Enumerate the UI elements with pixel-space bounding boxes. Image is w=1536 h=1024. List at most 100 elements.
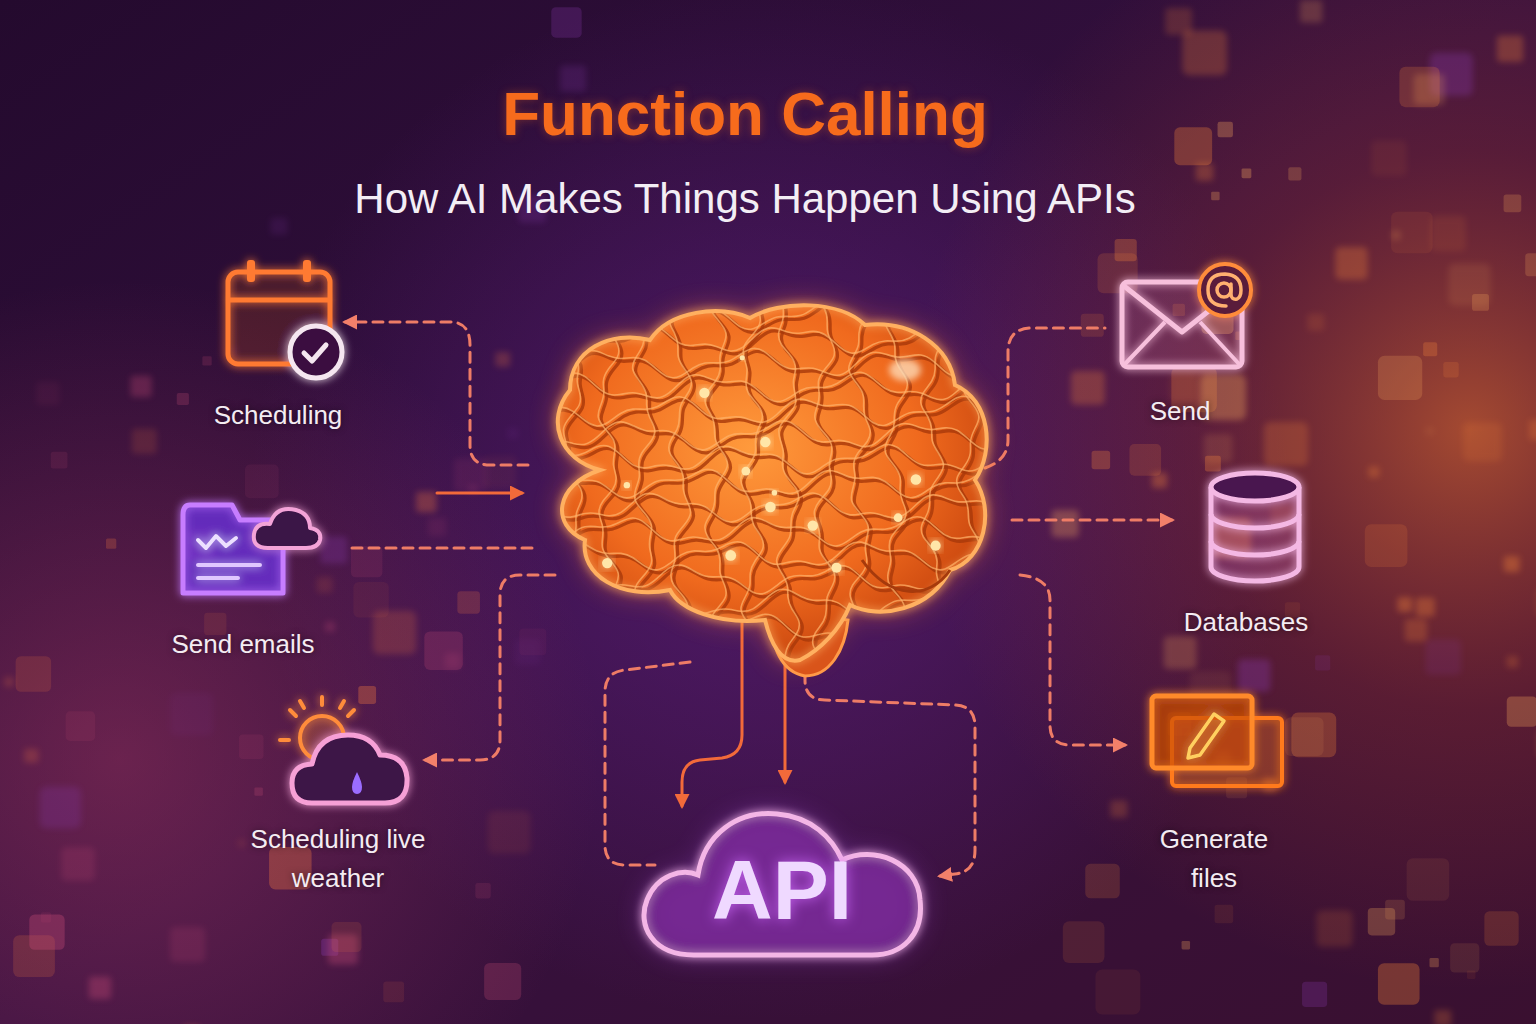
bokeh-square: [40, 787, 81, 828]
bokeh-square: [16, 656, 51, 691]
bokeh-square: [41, 912, 51, 922]
bokeh-square: [1399, 67, 1439, 107]
brain-ridge: [561, 297, 584, 657]
brain-groove: [744, 300, 767, 660]
bokeh-square: [1110, 800, 1127, 817]
brain-groove: [540, 544, 996, 573]
at-badge: [1199, 264, 1251, 316]
brain-groove: [540, 639, 996, 669]
bokeh-square: [1398, 597, 1413, 612]
brain-spark: [808, 520, 818, 530]
brain-sparks: [602, 355, 941, 573]
brain-spark: [699, 388, 709, 398]
bokeh-square: [1335, 247, 1367, 279]
bokeh-square: [1164, 636, 1197, 669]
bokeh-square: [1448, 263, 1490, 305]
bokeh-square: [1300, 0, 1322, 22]
bokeh-square: [1378, 963, 1420, 1005]
bokeh-square: [1218, 122, 1233, 137]
bokeh-square: [4, 677, 14, 687]
icon-node: Send emails: [162, 495, 324, 664]
weather-icon: [280, 697, 407, 803]
bokeh-square: [325, 622, 335, 632]
bokeh-square: [239, 735, 263, 759]
wire-databases: [1012, 519, 1172, 522]
bokeh-square: [320, 536, 347, 563]
bokeh-square: [1368, 466, 1379, 477]
bokeh-square: [1242, 168, 1252, 178]
bokeh-square: [519, 628, 546, 655]
bokeh-square: [132, 429, 157, 454]
bokeh-square: [1416, 598, 1435, 617]
bokeh-square: [488, 811, 531, 854]
calendar-ring: [247, 260, 255, 282]
bokeh-square: [1182, 941, 1190, 949]
bokeh-square: [1196, 163, 1213, 180]
wire-scheduling: [345, 322, 528, 465]
calendar-ring: [303, 260, 311, 282]
db-top: [1211, 473, 1299, 501]
bokeh-square: [1434, 1010, 1451, 1024]
calendar-icon: [228, 260, 342, 378]
brain-highlight: [889, 359, 921, 381]
at-symbol-outer: [1208, 274, 1241, 306]
brain-ridge: [741, 297, 764, 657]
bokeh-square: [1052, 510, 1079, 537]
bokeh-square: [1425, 639, 1461, 675]
brain-spark: [760, 437, 770, 447]
brain-spark: [602, 558, 612, 568]
bokeh-square: [1215, 905, 1234, 924]
calendar-bar: [228, 298, 330, 303]
brain-ridge: [537, 636, 993, 666]
api-label: API: [712, 848, 852, 932]
bokeh-square: [551, 7, 581, 37]
brain-folds: [537, 297, 996, 669]
wire-send-emails: [352, 547, 532, 550]
bokeh-square: [1307, 314, 1324, 331]
bokeh-square: [1443, 362, 1458, 377]
pencil: [1188, 714, 1224, 758]
brain-outline: [558, 305, 987, 660]
database-icon: [1211, 473, 1299, 581]
brain-spark: [931, 541, 941, 551]
bokeh-square: [1205, 456, 1221, 472]
subtitle: How AI Makes Things Happen Using APIs: [145, 175, 1345, 223]
bokeh-square: [1092, 451, 1111, 470]
brain-ridge: [597, 297, 619, 657]
bokeh-square: [1426, 427, 1434, 435]
bokeh-square: [1316, 911, 1352, 947]
brain-ridge: [849, 297, 874, 657]
bokeh-square: [177, 393, 189, 405]
files-icon: [1152, 696, 1282, 786]
envelope-fold: [1124, 322, 1240, 365]
bokeh-square: [1302, 982, 1327, 1007]
bokeh-square: [1115, 239, 1137, 261]
bokeh-square: [1264, 422, 1308, 466]
rain-drop: [352, 772, 362, 794]
brain-spark: [624, 482, 630, 488]
title: Function Calling: [245, 78, 1245, 149]
bokeh-square: [484, 456, 517, 489]
wire-generate-files: [1020, 575, 1125, 745]
bokeh-square: [1152, 473, 1167, 488]
brain-spark: [772, 490, 778, 496]
bokeh-square: [1129, 444, 1161, 476]
bokeh-square: [1385, 900, 1405, 920]
brain-groove: [960, 300, 983, 660]
node-label: Send emails: [171, 625, 314, 664]
icon-node: Databases: [1178, 465, 1315, 642]
bokeh-square: [1063, 921, 1105, 963]
wire-weather: [425, 575, 555, 760]
bokeh-square: [416, 492, 437, 513]
bokeh-square: [332, 922, 362, 952]
bokeh-square: [495, 352, 510, 367]
email-doc-icon: [183, 505, 320, 593]
bokeh-square: [1238, 659, 1270, 691]
node-label: Scheduling live weather: [249, 820, 427, 898]
bokeh-square: [1095, 970, 1140, 1015]
bokeh-square: [358, 686, 376, 704]
bokeh-square: [484, 963, 521, 1000]
api-cloud: API: [632, 790, 932, 965]
